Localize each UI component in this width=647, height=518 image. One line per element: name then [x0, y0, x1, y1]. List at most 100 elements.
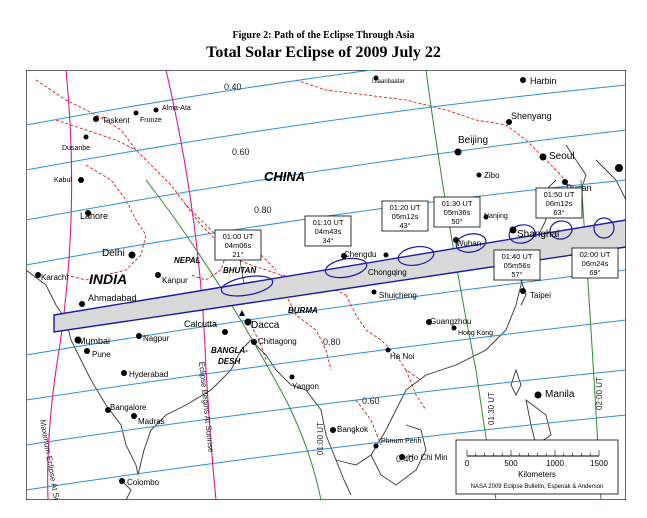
scale-unit: Kilometers: [518, 470, 556, 479]
svg-text:Ulaanbaatar: Ulaanbaatar: [372, 79, 405, 85]
time-box-0100: 01:00 UT 04m06s 21°: [214, 229, 262, 285]
svg-text:Seoul: Seoul: [549, 151, 575, 162]
city-ho-chi-min: Ho Chi Min: [399, 453, 448, 462]
svg-text:Shanghai: Shanghai: [517, 229, 559, 240]
contour-label-080-bottom: 0.80: [323, 337, 341, 347]
svg-text:Shuicheng: Shuicheng: [379, 291, 417, 300]
svg-text:01:00 UT: 01:00 UT: [223, 232, 254, 241]
ut-label-0130: 01:30 UT: [487, 392, 496, 425]
city-taipei: Taipei: [520, 288, 551, 300]
time-box-0110: 01:10 UT 04m43s 34°: [304, 215, 352, 247]
svg-text:Taipei: Taipei: [530, 291, 551, 300]
svg-text:Zibo: Zibo: [484, 171, 500, 180]
region-bhutan: BHUTAN: [223, 266, 256, 275]
svg-text:Ahmadabad: Ahmadabad: [88, 293, 137, 303]
svg-text:05m12s: 05m12s: [392, 212, 419, 221]
contour-label-060-bottom: 0.60: [362, 396, 380, 406]
svg-text:Calcutta: Calcutta: [184, 319, 217, 329]
svg-text:Frunze: Frunze: [140, 117, 162, 124]
region-bangladesh-1: BANGLA-: [211, 346, 248, 355]
svg-text:57°: 57°: [511, 270, 522, 279]
city-frunze: Frunze: [133, 110, 162, 124]
svg-text:01:50 UT: 01:50 UT: [544, 190, 575, 199]
scale-bar: 0 500 1000 1500 Kilometers NASA 2009 Ecl…: [455, 439, 619, 495]
svg-text:Phnum Penh: Phnum Penh: [381, 438, 422, 445]
svg-text:Karachi: Karachi: [41, 273, 68, 282]
svg-text:01:10 UT: 01:10 UT: [313, 218, 344, 227]
svg-text:Guangzhou: Guangzhou: [430, 317, 471, 326]
city-zibo: Zibo: [476, 171, 500, 180]
city-lahore: Lahore: [80, 210, 108, 221]
svg-text:Yangon: Yangon: [292, 382, 319, 391]
svg-text:Ho Chi Min: Ho Chi Min: [408, 453, 448, 462]
scale-tick-1500: 1500: [590, 459, 608, 468]
svg-text:06m24s: 06m24s: [582, 259, 609, 268]
svg-text:Pune: Pune: [92, 350, 111, 359]
svg-text:Delhi: Delhi: [102, 248, 125, 259]
scale-credit: NASA 2009 Eclipse Bulletin, Espenak & An…: [471, 484, 604, 490]
city-bangkok: Bangkok: [330, 425, 369, 434]
contour-label-060-top: 0.60: [232, 147, 250, 157]
svg-text:Taskent: Taskent: [102, 116, 130, 125]
city-beijing: Beijing: [454, 135, 488, 156]
svg-text:05m56s: 05m56s: [504, 261, 531, 270]
city-calcutta: Calcutta: [184, 319, 228, 335]
svg-text:05m36s: 05m36s: [444, 208, 471, 217]
svg-text:Chongqing: Chongqing: [368, 268, 407, 277]
city-hong-kong: Hong Kong: [451, 325, 493, 337]
city-nagpur: Nagpur: [136, 333, 170, 343]
contour-label-080-top: 0.80: [254, 205, 272, 215]
region-india: INDIA: [89, 271, 127, 287]
scale-tick-1000: 1000: [546, 459, 564, 468]
region-bangladesh-2: DESH: [218, 357, 240, 366]
city-madras: Madras: [131, 413, 165, 426]
city-dacca: Dacca: [244, 318, 280, 331]
city-yangon: Yangon: [289, 374, 319, 391]
city-kanpur: Kanpur: [155, 272, 188, 285]
scale-tick-0: 0: [465, 459, 470, 468]
north-arrow-icon: [239, 310, 245, 316]
svg-text:Madras: Madras: [138, 417, 165, 426]
region-nepal: NEPAL: [174, 256, 201, 265]
time-box-0200: 02:00 UT 06m24s 69°: [571, 247, 619, 279]
svg-text:34°: 34°: [322, 236, 333, 245]
city-pune: Pune: [84, 348, 111, 359]
time-box-0140: 01:40 UT 05m56s 57°: [493, 249, 541, 281]
city-shuicheng: Shuicheng: [371, 289, 417, 300]
city-wuhan: Wuhan: [453, 237, 481, 248]
city-phnum-penh: Phnum Penh: [373, 438, 422, 449]
svg-text:Dusanbe: Dusanbe: [62, 145, 90, 152]
city-markers: Ulaanbaatar Harbin Alma-Ata Taskent Frun…: [35, 75, 592, 487]
svg-text:04m43s: 04m43s: [315, 227, 342, 236]
ut-label-0200: 02:00 UT: [595, 377, 604, 410]
city-shanghai: Shanghai: [509, 226, 559, 240]
time-boxes: 01:00 UT 04m06s 21° 01:10 UT 04m43s 34° …: [214, 187, 619, 285]
city-alma-ata: Alma-Ata: [153, 105, 191, 113]
svg-text:Harbin: Harbin: [530, 76, 557, 86]
magnitude-curves: [25, 39, 627, 491]
svg-text:Wuhan: Wuhan: [456, 239, 481, 248]
svg-text:Dacca: Dacca: [251, 320, 280, 331]
svg-text:Chittagong: Chittagong: [258, 337, 297, 346]
city-chittagong: Chittagong: [251, 337, 297, 346]
city-harbin: Harbin: [520, 76, 557, 86]
city-chengdu: Chengdu: [341, 250, 376, 259]
figure-label: Figure 2: Path of the Eclipse Through As…: [232, 30, 415, 41]
city-dusanbe: Dusanbe: [62, 134, 90, 152]
city-guangzhou: Guangzhou: [426, 317, 471, 326]
city-bangalore: Bangalore: [105, 403, 147, 413]
svg-text:Hong Kong: Hong Kong: [458, 330, 493, 337]
east-marker-icon: [615, 164, 623, 172]
city-ahmadabad: Ahmadabad: [79, 293, 137, 307]
time-box-0130: 01:30 UT 05m36s 50°: [433, 196, 481, 228]
svg-text:01:40 UT: 01:40 UT: [502, 252, 533, 261]
city-delhi: Delhi: [102, 248, 136, 259]
svg-text:63°: 63°: [553, 208, 564, 217]
svg-text:01:30 UT: 01:30 UT: [442, 199, 473, 208]
city-ha-noi: Ha Noi: [385, 347, 415, 361]
svg-text:21°: 21°: [232, 250, 243, 259]
city-chongqing: Chongqing: [368, 252, 407, 277]
svg-text:69°: 69°: [589, 268, 600, 277]
city-seoul: Seoul: [539, 151, 575, 162]
time-box-0120: 01:20 UT 05m12s 43°: [381, 200, 429, 232]
